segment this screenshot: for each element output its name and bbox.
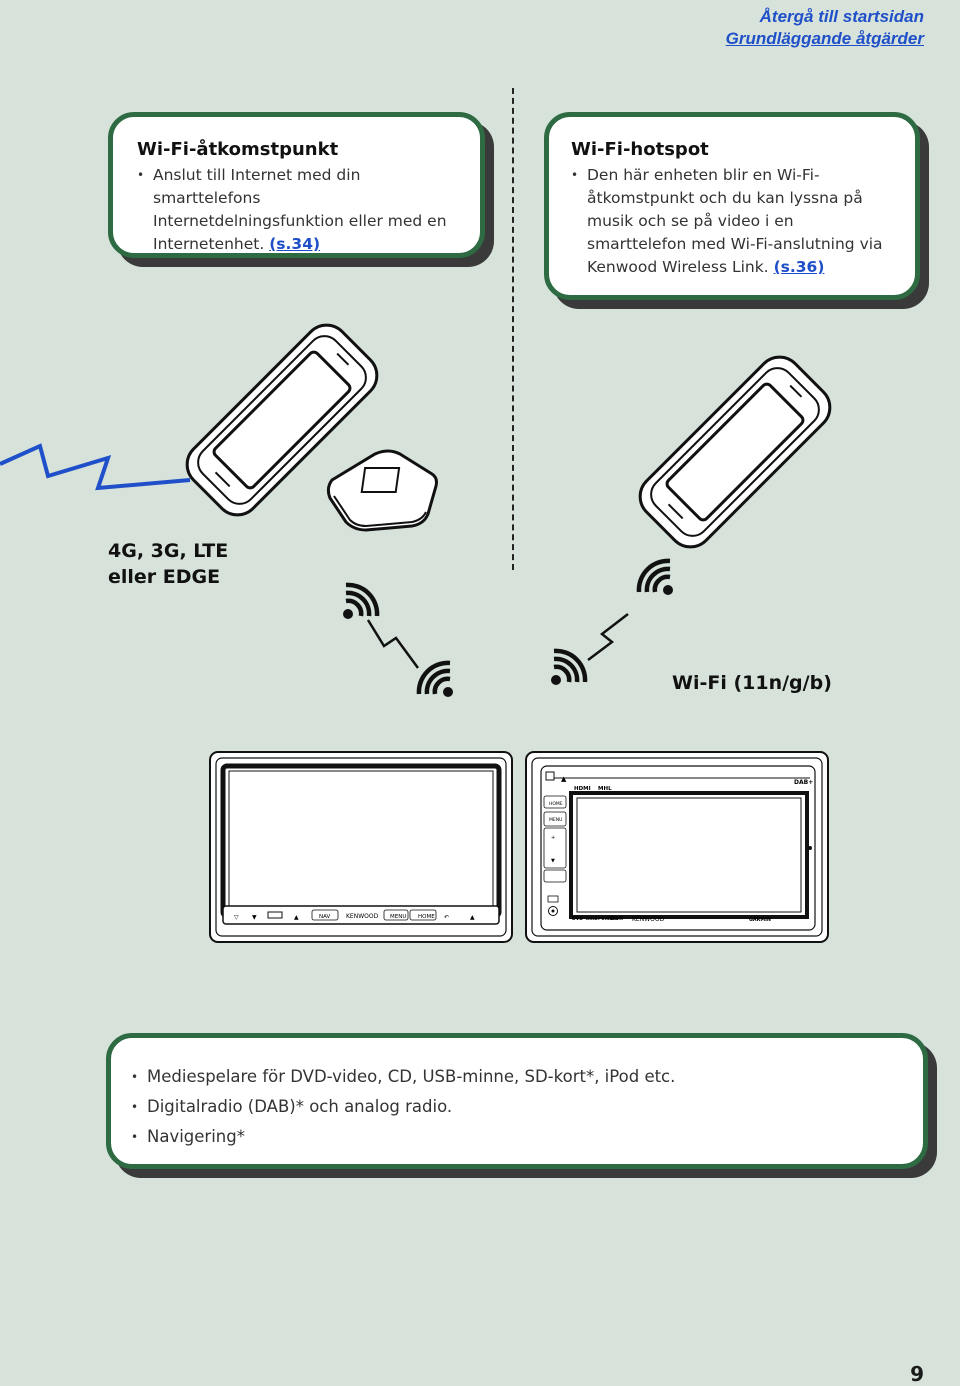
cellular-signal-bolt [0,443,191,491]
hotspot-card: Wi-Fi-hotspot Den här enheten blir en Wi… [544,112,920,300]
head-unit-left: ▽ ▼ ▲ NAV KENWOOD MENU HOME ↶ ▲ [209,751,513,943]
list-item: Navigering* [131,1122,899,1152]
page-number: 9 [910,1362,924,1386]
top-nav-links: Återgå till startsidan Grundläggande åtg… [726,6,924,50]
head-unit-right: ▲ HDMI MHL DAB+ HOME MENU + ▼ DVD DOLBY … [525,751,829,943]
access-point-title: Wi-Fi-åtkomstpunkt [137,139,339,160]
cellular-label-line2: eller EDGE [108,566,221,588]
list-item: Digitalradio (DAB)* och analog radio. [131,1092,899,1122]
dab-label: DAB+ [794,779,813,786]
features-card: Mediespelare för DVD-video, CD, USB-minn… [106,1033,928,1169]
basic-operations-link[interactable]: Grundläggande åtgärder [725,29,924,48]
head-unit-left-btn: NAV [319,914,331,920]
head-unit-right-brand: KENWOOD [632,916,665,923]
svg-text:▼: ▼ [551,858,555,864]
head-unit-right-btn: MENU [549,817,562,823]
head-unit-right-btn: HOME [549,801,563,807]
cellular-label: 4G, 3G, LTE eller EDGE [108,538,228,590]
access-point-ref-link[interactable]: (s.34) [269,235,321,253]
illustration: ▽ ▼ ▲ NAV KENWOOD MENU HOME ↶ ▲ ▲ HDMI M… [0,323,832,943]
access-point-list: Anslut till Internet med din smarttelefo… [137,164,456,256]
svg-text:▲: ▲ [470,914,475,921]
cellular-label-line1: 4G, 3G, LTE [108,540,229,562]
mhl-label: MHL [598,786,612,792]
signal-bolt-left [366,619,420,669]
badge-divx: DivX [610,916,623,922]
head-unit-left-btn: HOME [418,914,435,920]
smartphone-left-icon [185,323,379,517]
svg-text:+: + [551,835,555,841]
list-item: Mediespelare för DVD-video, CD, USB-minn… [131,1062,899,1092]
smartphone-right-icon [638,355,832,549]
back-to-start-link[interactable]: Återgå till startsidan [759,7,924,26]
hdmi-label: HDMI [574,786,591,792]
divider-line [512,88,514,570]
signal-bolt-right [587,613,629,661]
head-unit-left-btn: MENU [390,914,406,920]
access-point-card: Wi-Fi-åtkomstpunkt Anslut till Internet … [108,112,485,258]
hotspot-text: Den här enheten blir en Wi-Fi-åtkomstpun… [587,166,883,276]
svg-text:▲: ▲ [561,775,567,783]
hotspot-ref-link[interactable]: (s.36) [773,258,825,276]
hotspot-list: Den här enheten blir en Wi-Fi-åtkomstpun… [571,164,891,279]
badge-dolby: DOLBY DIGITAL [586,916,619,921]
badge-dvd: DVD [572,916,583,922]
svg-text:▼: ▼ [252,914,257,921]
svg-text:▲: ▲ [294,914,299,921]
wifi-signal-icon-4 [636,558,673,595]
garmin-label: GARMIN [749,917,771,923]
wifi-signal-icon-1 [343,582,380,619]
head-unit-left-brand: KENWOOD [346,913,379,920]
wifi-signal-icon-2 [416,660,453,697]
hotspot-title: Wi-Fi-hotspot [571,139,709,160]
mobile-router-icon [326,449,438,532]
svg-text:↶: ↶ [444,914,449,921]
wifi-signal-icon-3 [551,648,588,685]
access-point-text: Anslut till Internet med din smarttelefo… [153,166,447,253]
features-list: Mediespelare för DVD-video, CD, USB-minn… [131,1062,899,1152]
wifi-label: Wi-Fi (11n/g/b) [672,672,832,694]
svg-text:▽: ▽ [234,914,239,921]
list-item: Anslut till Internet med din smarttelefo… [137,164,456,256]
list-item: Den här enheten blir en Wi-Fi-åtkomstpun… [571,164,891,279]
